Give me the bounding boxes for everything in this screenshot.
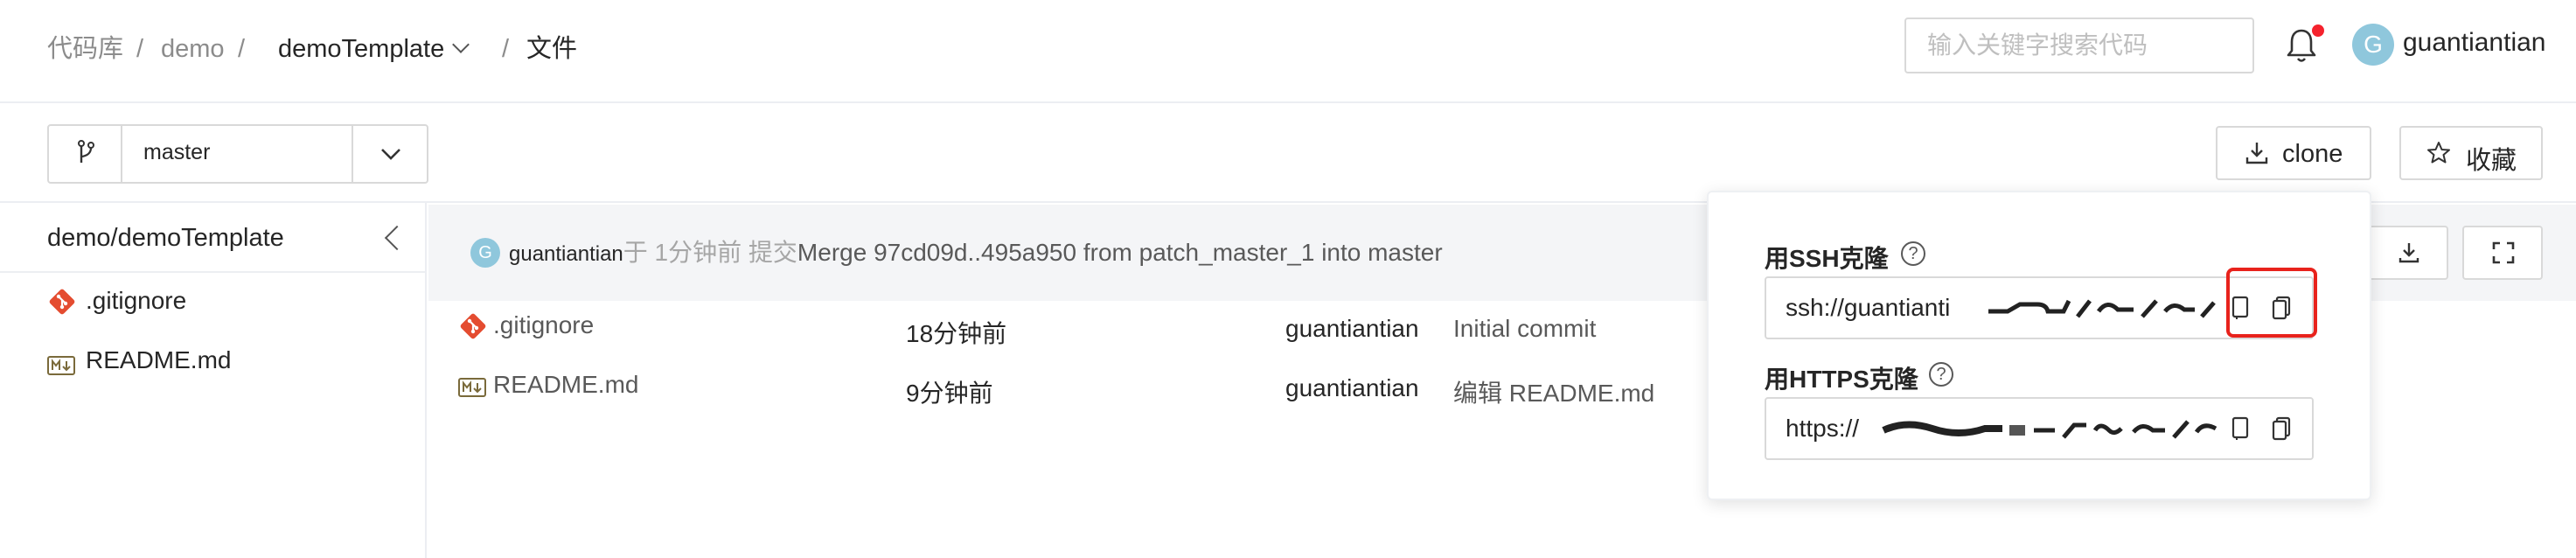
star-icon — [2426, 140, 2452, 173]
download-icon — [2396, 240, 2422, 270]
file-author: guantiantian — [1285, 315, 1419, 342]
file-commit-message[interactable]: Initial commit — [1453, 315, 1597, 342]
ssh-clone-title-text: 用SSH克隆 — [1765, 245, 1889, 272]
breadcrumb-separator: / — [238, 35, 246, 63]
file-row[interactable]: .gitignore 18分钟前 guantiantian Initial co… — [428, 311, 2177, 364]
redacted-url-scribble — [1882, 420, 2217, 439]
file-tree-panel: demo/demoTemplate .gitignore README.md — [0, 203, 427, 558]
tree-item-label: .gitignore — [86, 287, 187, 314]
https-url-text: https:// — [1786, 415, 1860, 442]
breadcrumb-current: 文件 — [526, 35, 578, 63]
ssh-url-field[interactable]: ssh://guantianti — [1765, 276, 2314, 339]
download-button[interactable] — [2368, 226, 2448, 280]
avatar[interactable]: G — [2352, 24, 2394, 66]
breadcrumb-repo-selector[interactable]: demoTemplate — [278, 31, 470, 66]
copy-icon[interactable] — [2272, 296, 2291, 320]
top-header: 代码库 / demo / demoTemplate / 文件 输入关键字搜索代码… — [0, 0, 2576, 103]
file-updated-time: 9分钟前 — [906, 380, 993, 407]
breadcrumb-repo: demoTemplate — [278, 35, 445, 63]
file-author: guantiantian — [1285, 374, 1419, 401]
breadcrumb-separator: / — [136, 35, 144, 63]
breadcrumb-root[interactable]: 代码库 — [47, 35, 124, 63]
bell-icon[interactable] — [2284, 26, 2319, 65]
ssh-clone-title: 用SSH克隆 — [1765, 240, 1889, 275]
breadcrumb-project[interactable]: demo — [161, 35, 225, 63]
chevron-down-icon[interactable] — [352, 126, 427, 182]
ssh-copy-actions — [2226, 278, 2312, 338]
file-commit-message[interactable]: 编辑 README.md — [1453, 380, 1655, 407]
fullscreen-button[interactable] — [2462, 226, 2543, 280]
file-name[interactable]: README.md — [493, 371, 639, 398]
markdown-icon — [458, 378, 486, 401]
git-icon — [458, 311, 488, 345]
commit-message[interactable]: Merge 97cd09d..495a950 from patch_master… — [797, 239, 1443, 266]
copy-button-highlight — [2226, 268, 2317, 338]
https-clone-title-text: 用HTTPS克隆 — [1765, 366, 1918, 393]
ssh-url-text: ssh://guantianti — [1786, 294, 1951, 321]
breadcrumb-separator: / — [502, 35, 510, 63]
help-icon[interactable]: ? — [1929, 362, 1953, 387]
notification-dot — [2312, 24, 2324, 37]
favorite-button[interactable]: 收藏 — [2399, 126, 2543, 180]
markdown-icon — [47, 353, 75, 381]
branch-name: master — [143, 140, 211, 164]
branch-selector[interactable]: master — [47, 124, 428, 184]
clone-button[interactable]: clone — [2216, 126, 2371, 180]
fullscreen-icon — [2490, 240, 2517, 270]
avatar: G — [470, 238, 500, 268]
branch-icon — [49, 126, 122, 182]
git-icon — [47, 287, 77, 323]
commit-summary: guantiantian于 1分钟前 提交Merge 97cd09d..495a… — [509, 238, 1443, 269]
copy-icon[interactable] — [2231, 416, 2251, 441]
https-url-field[interactable]: https:// — [1765, 397, 2314, 460]
redacted-url-scribble — [1988, 299, 2216, 318]
file-name[interactable]: .gitignore — [493, 311, 595, 338]
https-copy-actions — [2226, 399, 2312, 458]
favorite-button-label: 收藏 — [2466, 147, 2517, 175]
https-clone-title: 用HTTPS克隆 — [1765, 360, 1918, 395]
user-name[interactable]: guantiantian — [2403, 28, 2546, 57]
copy-icon[interactable] — [2231, 296, 2251, 320]
file-row[interactable]: README.md 9分钟前 guantiantian 编辑 README.md — [428, 371, 2177, 423]
help-icon[interactable]: ? — [1901, 241, 1925, 266]
code-search-input[interactable]: 输入关键字搜索代码 — [1904, 17, 2254, 73]
divider — [0, 201, 2576, 203]
divider — [0, 271, 427, 273]
file-updated-time: 18分钟前 — [906, 320, 1007, 347]
collapse-left-icon[interactable] — [384, 225, 410, 251]
tree-title: demo/demoTemplate — [47, 224, 284, 252]
clone-popover: 用SSH克隆 ? ssh://guantianti 用HTTPS克隆 ? htt… — [1707, 191, 2371, 500]
clone-button-label: clone — [2282, 140, 2343, 168]
commit-meta: 于 1分钟前 提交 — [623, 239, 797, 266]
tree-item-label: README.md — [86, 346, 232, 373]
copy-icon[interactable] — [2272, 416, 2291, 441]
chevron-down-icon — [452, 36, 470, 53]
download-icon — [2244, 140, 2270, 173]
commit-author[interactable]: guantiantian — [509, 242, 623, 266]
